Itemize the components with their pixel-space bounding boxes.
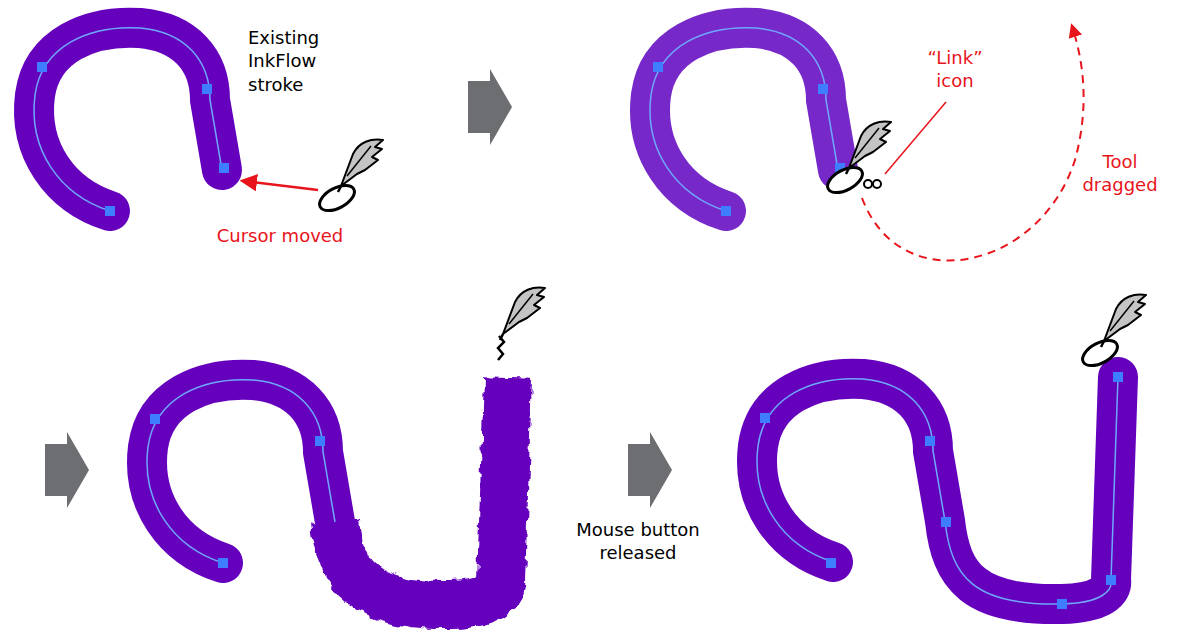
tool-cursor [824,26,1084,261]
annotation-label: Cursor moved [200,224,360,247]
stroke-panel-1 [34,28,383,216]
annotation-label: “Link” icon [915,46,995,93]
stroke-panel-4 [757,295,1146,609]
stroke-panel-3 [147,288,545,606]
annotation-label: Tool dragged [1070,150,1170,197]
annotation-label: Mouse button released [568,518,708,565]
annotation-label: Existing InkFlow stroke [248,26,358,96]
stroke-panel-2 [650,28,845,216]
step-arrow [468,69,512,145]
step-arrow [628,432,672,508]
step-arrow [45,432,89,508]
